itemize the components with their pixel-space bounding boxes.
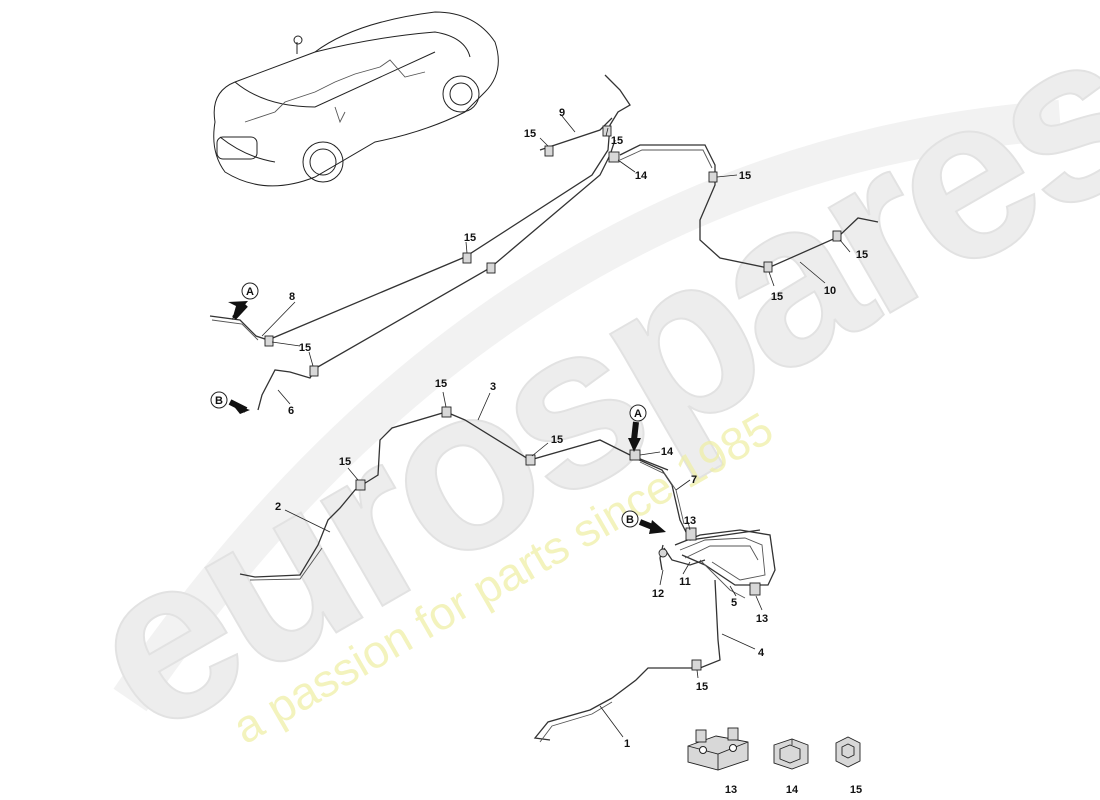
clip-15 bbox=[462, 252, 472, 264]
clip-15 bbox=[763, 261, 773, 273]
clip-15 bbox=[525, 454, 536, 466]
pipe-9 bbox=[539, 117, 613, 151]
watermark-swoosh bbox=[113, 100, 1062, 712]
clip-15 bbox=[355, 479, 366, 491]
label-13: 13 bbox=[684, 515, 696, 527]
callout-circle bbox=[621, 510, 639, 528]
pipe-2 bbox=[239, 484, 363, 578]
clip-14 bbox=[629, 449, 641, 461]
label-8: 8 bbox=[289, 291, 295, 303]
callout-a-lower: A bbox=[628, 404, 647, 452]
pipe-5 bbox=[699, 559, 746, 599]
pipe-8 bbox=[209, 74, 631, 341]
clip-15 bbox=[264, 335, 274, 347]
part-14-clip-detail bbox=[773, 738, 809, 770]
callout-letter-a: A bbox=[634, 408, 642, 420]
label-14: 14 bbox=[661, 446, 674, 458]
label-13: 13 bbox=[756, 613, 768, 625]
label-1: 1 bbox=[624, 738, 630, 750]
callout-circle bbox=[210, 391, 228, 409]
label-4: 4 bbox=[758, 647, 765, 659]
callout-circle bbox=[629, 404, 647, 422]
label-5: 5 bbox=[731, 597, 737, 609]
label-15: 15 bbox=[850, 784, 862, 796]
clip-15 bbox=[691, 659, 702, 671]
label-14: 14 bbox=[635, 170, 648, 182]
callout-b-upper: B bbox=[210, 391, 250, 414]
pipe-7 bbox=[634, 457, 761, 541]
label-11: 11 bbox=[679, 576, 691, 588]
arrow-icon bbox=[628, 438, 641, 452]
pipe-bundle bbox=[674, 529, 776, 586]
label-15: 15 bbox=[299, 342, 311, 354]
label-15: 15 bbox=[339, 456, 351, 468]
lower-pipe-group bbox=[239, 406, 776, 743]
label-7: 7 bbox=[691, 474, 697, 486]
pipe-3 bbox=[361, 411, 669, 486]
part-15-clip-detail bbox=[835, 736, 861, 768]
label-15: 15 bbox=[464, 232, 476, 244]
label-15: 15 bbox=[771, 291, 783, 303]
label-15: 15 bbox=[551, 434, 563, 446]
clip-15 bbox=[832, 230, 842, 242]
leader-lines bbox=[261, 115, 851, 738]
clip-13 bbox=[749, 582, 761, 596]
watermark: eurospares a passion for parts since 198… bbox=[45, 0, 1100, 783]
label-15: 15 bbox=[856, 249, 868, 261]
clip-13 bbox=[685, 527, 697, 541]
label-15: 15 bbox=[611, 135, 623, 147]
label-15: 15 bbox=[696, 681, 708, 693]
clip-15 bbox=[544, 145, 554, 157]
clip-15 bbox=[309, 365, 319, 377]
pipe-1 bbox=[533, 697, 613, 741]
label-3: 3 bbox=[490, 381, 496, 393]
label-15: 15 bbox=[739, 170, 751, 182]
label-2: 2 bbox=[275, 501, 281, 513]
label-15: 15 bbox=[435, 378, 447, 390]
label-9: 9 bbox=[559, 107, 565, 119]
clip-15 bbox=[441, 406, 452, 418]
clip-14 bbox=[608, 151, 620, 163]
callout-letter-a: A bbox=[246, 286, 254, 298]
callout-a-upper: A bbox=[228, 282, 259, 320]
callout-letter-b: B bbox=[626, 514, 634, 526]
pipe-11 bbox=[663, 547, 706, 566]
label-6: 6 bbox=[288, 405, 294, 417]
callout-circle bbox=[241, 282, 259, 300]
car-overview-illustration bbox=[213, 11, 499, 187]
part-13-clip-detail bbox=[687, 727, 749, 771]
arrow-icon bbox=[649, 520, 666, 534]
clip-15 bbox=[486, 262, 496, 274]
watermark-brand: eurospares bbox=[46, 0, 1100, 782]
label-15: 15 bbox=[524, 128, 536, 140]
part-labels: 8 15 6 15 9 15 15 14 15 15 15 10 15 3 15… bbox=[275, 107, 868, 750]
label-10: 10 bbox=[824, 285, 836, 297]
label-14: 14 bbox=[786, 784, 799, 796]
clip-15 bbox=[708, 171, 718, 183]
callout-letter-b: B bbox=[215, 395, 223, 407]
label-13: 13 bbox=[725, 784, 737, 796]
label-12: 12 bbox=[652, 588, 664, 600]
callout-b-lower: B bbox=[621, 510, 666, 534]
